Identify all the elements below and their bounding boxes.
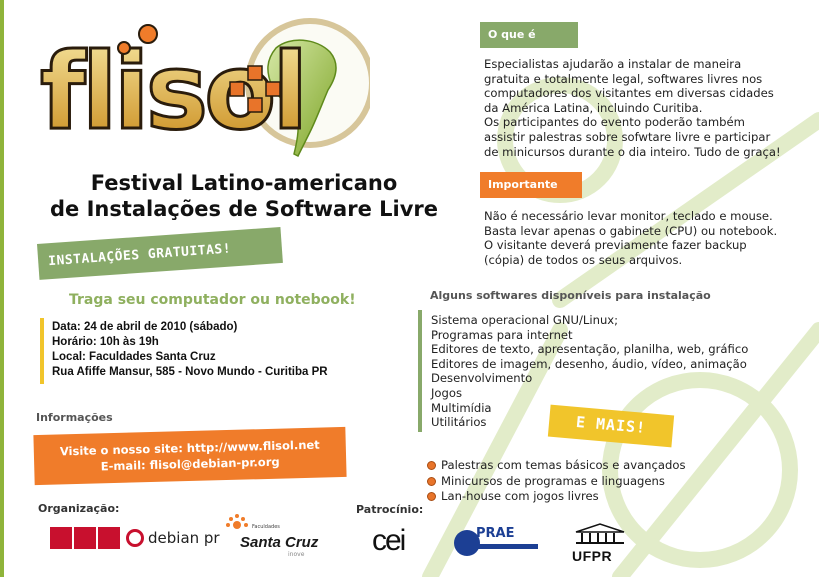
software-item: Programas para internet	[431, 327, 573, 342]
logo-text: flisol	[40, 31, 304, 153]
important-line: Basta levar apenas o gabinete (CPU) ou n…	[484, 223, 778, 238]
prae-logo: PRAE	[454, 526, 542, 560]
what-is-heading: O que é	[480, 22, 578, 48]
important-text: Não é necessário levar monitor, teclado …	[484, 209, 777, 267]
important-line: (cópia) de todos os seus arquivos.	[484, 252, 683, 267]
title-line-1: Festival Latino-americano	[90, 171, 398, 195]
what-is-line: Os participantes do evento poderão també…	[484, 115, 745, 130]
software-item: Multimídia	[431, 400, 492, 415]
software-heading: Alguns softwares disponíveis para instal…	[430, 289, 711, 302]
santacruz-small: Faculdades	[252, 524, 280, 530]
software-item: Jogos	[431, 385, 463, 400]
cei-logo: cei	[372, 524, 406, 557]
software-accent-bar	[418, 310, 422, 432]
what-is-line: Especialistas ajudarão a instalar de man…	[484, 57, 742, 71]
software-item: Utilitários	[431, 415, 487, 430]
event-time: Horário: 10h às 19h	[52, 336, 159, 348]
prae-text: PRAE	[476, 526, 515, 541]
ufpr-logo: UFPR	[572, 522, 628, 564]
bullet-icon	[427, 492, 436, 501]
left-border	[0, 0, 4, 577]
more-item: Palestras com temas básicos e avançados	[427, 458, 686, 474]
title-line-2: de Instalações de Software Livre	[49, 197, 439, 221]
debian-pr-text: debian pr	[148, 529, 220, 547]
what-is-line: assistir palestras sobre sofwtare livre …	[484, 129, 771, 144]
event-place: Local: Faculdades Santa Cruz	[52, 351, 216, 363]
more-item: Minicursos de programas e linguagens	[427, 474, 686, 490]
santa-cruz-logo: Faculdades Santa Cruz inove	[226, 514, 319, 560]
info-box: Visite o nosso site: http://www.flisol.n…	[33, 426, 347, 486]
more-item: Lan-house com jogos livres	[427, 489, 686, 505]
ufpr-text: UFPR	[572, 548, 613, 564]
bullet-icon	[427, 461, 436, 470]
more-list: Palestras com temas básicos e avançados …	[427, 458, 686, 505]
event-address: Rua Afiffe Mansur, 585 - Novo Mundo - Cu…	[52, 366, 328, 378]
event-accent-bar	[40, 318, 44, 384]
info-heading: Informações	[36, 411, 113, 424]
important-heading: Importante	[480, 172, 582, 198]
sun-icon	[226, 514, 248, 529]
what-is-line: computadores dos visitantes em diversas …	[484, 86, 774, 101]
software-item: Editores de imagem, desenho, áudio, víde…	[431, 356, 747, 371]
important-line: Não é necessário levar monitor, teclado …	[484, 209, 773, 223]
software-item: Editores de texto, apresentação, planilh…	[431, 342, 749, 357]
event-date: Data: 24 de abril de 2010 (sábado)	[52, 321, 238, 333]
prae-figure-icon	[454, 530, 480, 556]
software-list: Sistema operacional GNU/Linux; Programas…	[431, 313, 748, 430]
what-is-line: gratuita e totalmente legal, softwares l…	[484, 71, 763, 86]
flisol-logo: flisol	[40, 18, 370, 158]
ufpr-building-icon	[575, 523, 625, 544]
event-details: Data: 24 de abril de 2010 (sábado) Horár…	[52, 320, 328, 380]
software-item: Desenvolvimento	[431, 371, 533, 386]
what-is-line: de minicursos durante o dia inteiro. Tud…	[484, 144, 781, 159]
important-line: O visitante deverá previamente fazer bac…	[484, 238, 747, 253]
debian-pr-logo: debian pr	[50, 527, 220, 549]
santacruz-name: Santa Cruz	[240, 534, 319, 551]
bring-computer-text: Traga seu computador ou notebook!	[69, 292, 356, 308]
sponsorship-heading: Patrocínio:	[356, 503, 424, 516]
what-is-text: Especialistas ajudarão a instalar de man…	[484, 57, 781, 159]
page-title: Festival Latino-americano de Instalações…	[14, 170, 474, 222]
bullet-icon	[427, 476, 436, 486]
santacruz-sub: inove	[288, 551, 305, 558]
organization-heading: Organização:	[38, 502, 120, 515]
debian-swirl-icon	[126, 529, 144, 547]
software-item: Sistema operacional GNU/Linux;	[431, 313, 619, 327]
what-is-line: da América Latina, incluindo Curitiba.	[484, 100, 703, 115]
